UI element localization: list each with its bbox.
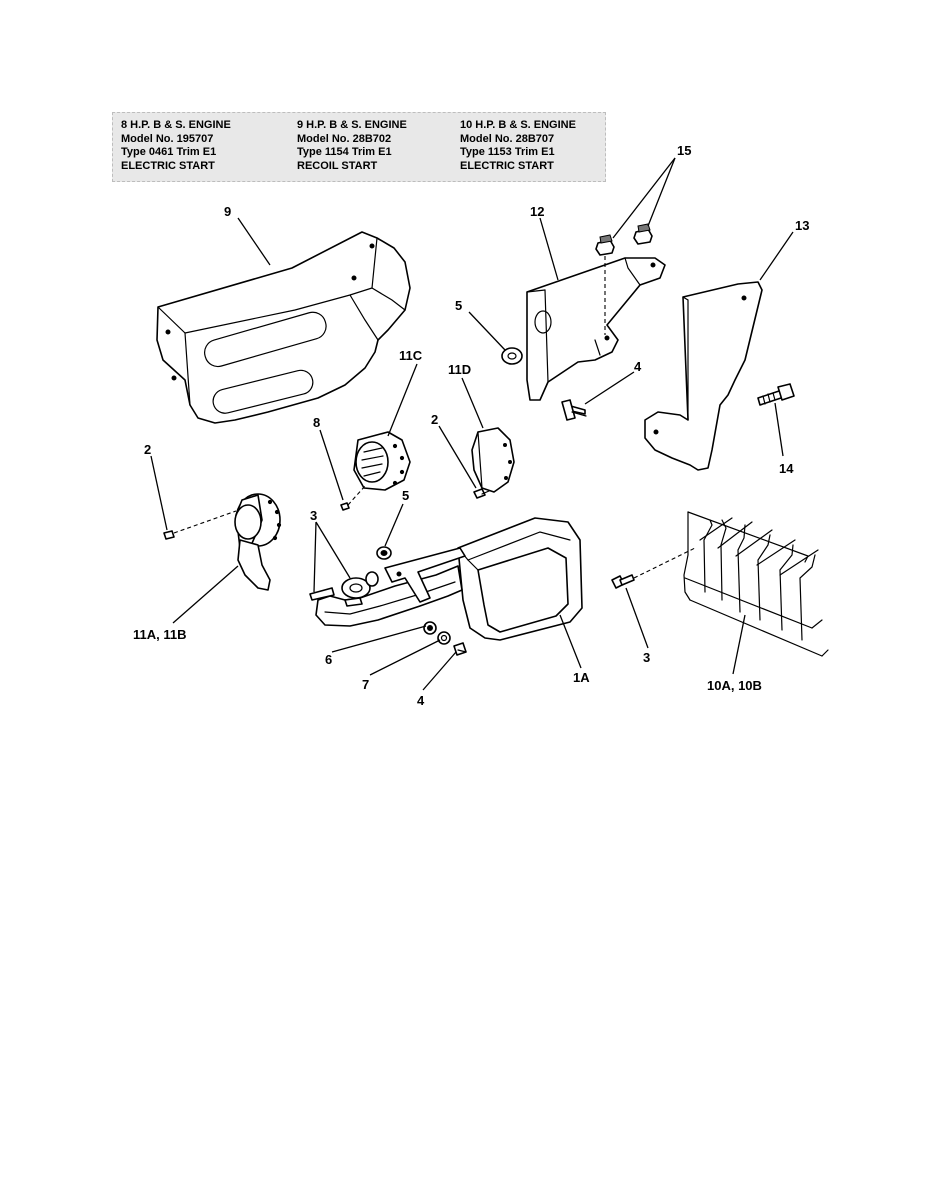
part-5-nut-lower (376, 546, 392, 560)
engine-start: ELECTRIC START (460, 159, 554, 172)
callout-5-upper: 5 (455, 298, 462, 313)
callout-6: 6 (325, 652, 332, 667)
part-7-washer (437, 631, 451, 645)
part-15-bolts (595, 223, 653, 335)
part-3-bolt-right (611, 547, 696, 589)
engine-type: Type 0461 Trim E1 (121, 146, 217, 158)
callout-14: 14 (779, 461, 794, 476)
part-8-screw (340, 485, 366, 511)
callout-8: 8 (313, 415, 320, 430)
engine-type: Type 1154 Trim E1 (297, 146, 392, 158)
callout-4-lower: 4 (417, 693, 425, 708)
callout-11c: 11C (399, 348, 423, 363)
engine-type: Type 1153 Trim E1 (460, 146, 555, 158)
callout-4-upper: 4 (634, 359, 642, 374)
part-9-heat-shield (156, 231, 411, 424)
engine-model: Model No. 195707 (121, 132, 214, 145)
part-2-screw-left (163, 510, 237, 540)
callout-15: 15 (677, 143, 691, 158)
engine-column-10hp: 10 H.P. B & S. ENGINE Model No. 28B707 T… (460, 119, 576, 173)
part-13-side-bracket (644, 281, 763, 471)
leader-lines (150, 157, 794, 691)
callout-3-left: 3 (310, 508, 317, 523)
callout-11d: 11D (448, 362, 471, 377)
part-4-bolt-upper (561, 399, 587, 421)
callout-9: 9 (224, 204, 231, 219)
engine-title: 8 H.P. B & S. ENGINE (121, 119, 231, 131)
engine-column-9hp: 9 H.P. B & S. ENGINE Model No. 28B702 Ty… (297, 119, 407, 173)
callout-labels: 9 12 15 13 5 4 11C 11D 8 2 14 2 3 5 11A,… (133, 143, 809, 708)
callout-1a: 1A (573, 670, 590, 685)
engine-title: 10 H.P. B & S. ENGINE (460, 119, 576, 131)
callout-5-lower: 5 (402, 488, 409, 503)
engine-start: RECOIL START (297, 159, 378, 172)
engine-model: Model No. 28B707 (460, 132, 555, 145)
callout-10ab: 10A, 10B (707, 678, 762, 693)
part-12-mounting-bracket (526, 257, 666, 401)
part-11d-deflector (471, 427, 515, 493)
callout-2-upper: 2 (431, 412, 438, 427)
engine-info-box: 8 H.P. B & S. ENGINE Model No. 195707 Ty… (112, 112, 606, 182)
part-5-washer-upper (501, 347, 523, 365)
part-10ab-screen (683, 511, 829, 657)
callout-11ab: 11A, 11B (133, 627, 187, 642)
part-11c-deflector (353, 431, 411, 491)
callout-13: 13 (795, 218, 809, 233)
part-6-nut (423, 621, 437, 635)
callout-2-left: 2 (144, 442, 151, 457)
part-2-screw-upper (473, 488, 490, 499)
engine-column-8hp: 8 H.P. B & S. ENGINE Model No. 195707 Ty… (121, 119, 231, 173)
callout-7: 7 (362, 677, 369, 692)
callout-3-right: 3 (643, 650, 650, 665)
part-11ab-deflector (234, 493, 282, 591)
callout-12: 12 (530, 204, 544, 219)
engine-start: ELECTRIC START (121, 159, 215, 172)
part-14-bolt (757, 383, 795, 406)
engine-title: 9 H.P. B & S. ENGINE (297, 119, 407, 131)
part-1a-muffler (309, 517, 583, 641)
engine-model: Model No. 28B702 (297, 132, 392, 145)
